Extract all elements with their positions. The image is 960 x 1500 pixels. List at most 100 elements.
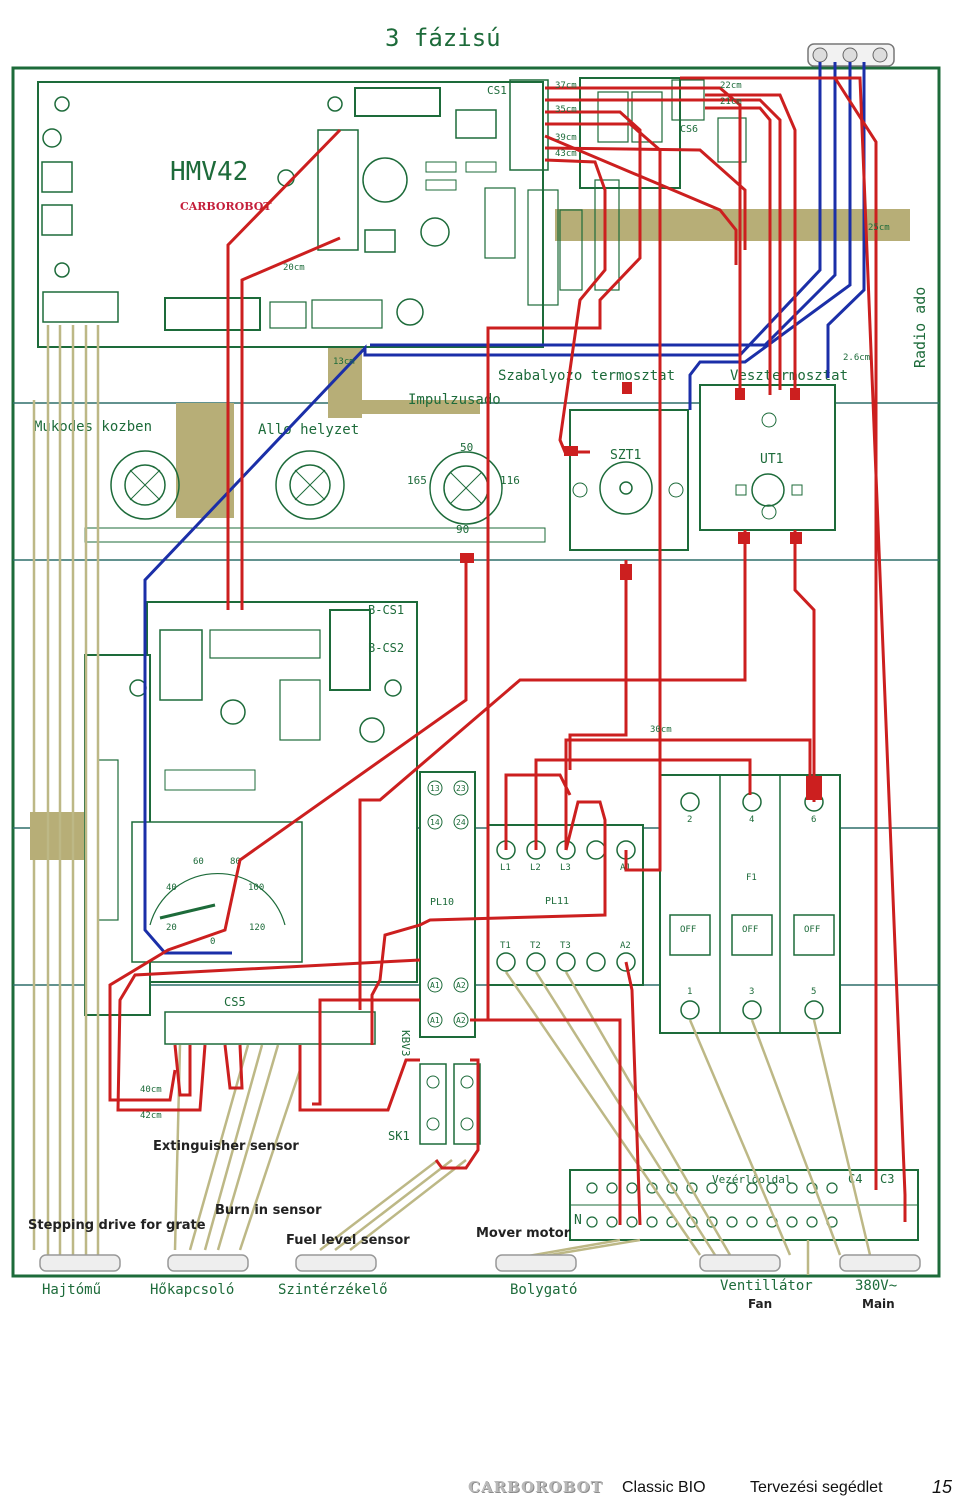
main-english-label: Main xyxy=(862,1297,895,1311)
svg-text:OFF: OFF xyxy=(742,925,758,935)
pl11-label: PL11 xyxy=(545,896,569,907)
gauge-value-120: 120 xyxy=(249,923,265,933)
footer-product: Classic BIO xyxy=(622,1479,706,1496)
svg-text:37cm: 37cm xyxy=(555,81,577,91)
svg-text:42cm: 42cm xyxy=(140,1111,162,1121)
svg-text:2.6cm: 2.6cm xyxy=(843,353,870,363)
gauge-value-60: 60 xyxy=(193,857,204,867)
impulse-label: Impulzusado xyxy=(408,392,501,408)
kbv3-label: KBV3 xyxy=(399,1030,412,1057)
dial-value-90: 90 xyxy=(456,523,469,536)
svg-text:13cm: 13cm xyxy=(333,357,355,367)
szt1-thermostat: SZT1 xyxy=(569,409,689,551)
red-connectors xyxy=(460,382,822,800)
cs1-label: CS1 xyxy=(487,84,507,97)
ut1-label: UT1 xyxy=(760,452,783,467)
burn-in-sensor-label: Burn in sensor xyxy=(215,1203,322,1218)
svg-text:OFF: OFF xyxy=(804,925,820,935)
pl11-contactor: PL11 L1 L2 L3 A1 T1 T2 T3 A2 xyxy=(487,824,644,986)
drive-label: Hajtómű xyxy=(42,1282,101,1298)
svg-text:14: 14 xyxy=(430,818,440,827)
c3-label: C3 xyxy=(880,1172,894,1186)
svg-text:6: 6 xyxy=(811,815,816,825)
standby-label: Allo helyzet xyxy=(258,422,359,438)
hmv42-board-name: HMV42 xyxy=(170,157,248,187)
n-label: N xyxy=(574,1213,582,1228)
control-board: B-CS1 B-CS2 40 60 80 100 120 20 0 CS5 KB… xyxy=(84,601,418,1057)
pl10-label: PL10 xyxy=(430,897,454,908)
pl10-relay: PL10 xyxy=(419,771,476,1038)
svg-text:A2: A2 xyxy=(456,1016,466,1025)
outer-frame xyxy=(11,66,941,1278)
page-footer: CARBOROBOT Classic BIO Tervezési segédle… xyxy=(0,1468,960,1500)
dial-value-165: 165 xyxy=(407,474,427,487)
svg-text:5: 5 xyxy=(811,987,816,997)
sk1-block: SK1 xyxy=(388,1063,481,1145)
svg-text:OFF: OFF xyxy=(680,925,696,935)
svg-text:T2: T2 xyxy=(530,941,541,951)
ut1-thermostat: UT1 xyxy=(699,384,836,531)
svg-text:T1: T1 xyxy=(500,941,511,951)
svg-text:21cm: 21cm xyxy=(720,97,742,107)
footer-brand: CARBOROBOT xyxy=(468,1478,603,1496)
fan-english-label: Fan xyxy=(748,1297,772,1311)
svg-text:13: 13 xyxy=(430,784,440,793)
dial-value-50: 50 xyxy=(460,441,473,454)
svg-text:F1: F1 xyxy=(746,873,757,883)
mover-label: Bolygató xyxy=(510,1282,577,1298)
safety-thermostat-label: Vesztermosztat xyxy=(730,368,848,384)
bcs2-label: B-CS2 xyxy=(368,641,404,655)
main-voltage-label: 380V~ xyxy=(855,1278,897,1294)
diagram-title: 3 fázisú xyxy=(385,24,501,52)
sk1-label: SK1 xyxy=(388,1129,410,1143)
gauge-value-100: 100 xyxy=(248,883,264,893)
fuel-level-sensor-label: Fuel level sensor xyxy=(286,1233,410,1248)
svg-text:L1: L1 xyxy=(500,863,511,873)
level-sensor-label: Szintérzékelő xyxy=(278,1282,388,1298)
szt1-label: SZT1 xyxy=(610,448,641,463)
svg-text:24: 24 xyxy=(456,818,466,827)
red-wires xyxy=(108,76,907,1226)
heat-switch-label: Hőkapcsoló xyxy=(150,1282,234,1298)
svg-text:20cm: 20cm xyxy=(283,263,305,273)
hmv42-board: HMV42 CARBOROBOT CS1 xyxy=(37,81,544,348)
mover-motor-label: Mover motor xyxy=(476,1226,571,1241)
svg-text:L2: L2 xyxy=(530,863,541,873)
grommets xyxy=(39,1254,921,1272)
sensor-labels: Extinguisher sensor Burn in sensor Fuel … xyxy=(28,1139,571,1248)
relay-terminal-labels: 13 23 14 24 A1 A2 A1 A2 xyxy=(430,784,466,1025)
gauge-value-80: 80 xyxy=(230,857,241,867)
radio-label: Radio ado xyxy=(911,287,929,368)
cs5-label: CS5 xyxy=(224,995,246,1009)
svg-text:1: 1 xyxy=(687,987,692,997)
bottom-labels: Hajtómű Hőkapcsoló Szintérzékelő Bolygat… xyxy=(42,1278,897,1298)
wiring-diagram: 3 fázisú HMV42 CARBOROBOT xyxy=(11,24,941,1311)
running-label: Mukodes kozben xyxy=(34,419,152,435)
svg-text:23: 23 xyxy=(456,784,466,793)
svg-text:43cm: 43cm xyxy=(555,149,577,159)
svg-text:L3: L3 xyxy=(560,863,571,873)
svg-text:30cm: 30cm xyxy=(650,725,672,735)
hmv42-board-brand: CARBOROBOT xyxy=(180,200,272,213)
circuit-breaker: 2 4 6 1 3 5 OFF OFF OFF F1 xyxy=(659,774,841,1034)
regulator-thermostat-label: Szabalyozo termosztat xyxy=(498,368,675,384)
svg-text:39cm: 39cm xyxy=(555,133,577,143)
terminal-strip: Vezérlőoldal N C4 C3 xyxy=(569,1169,919,1241)
svg-text:A2: A2 xyxy=(620,941,631,951)
cable-length-labels: 22cm 21cm 20cm 25cm 13cm 30cm 40cm 42cm … xyxy=(140,81,890,1121)
bcs1-label: B-CS1 xyxy=(368,603,404,617)
svg-text:35cm: 35cm xyxy=(555,105,577,115)
svg-text:40cm: 40cm xyxy=(140,1085,162,1095)
gauge-value-0: 0 xyxy=(210,937,215,947)
footer-subtitle: Tervezési segédlet xyxy=(750,1479,883,1496)
dial-value-116: 116 xyxy=(500,474,520,487)
terminal-strip-label: Vezérlőoldal xyxy=(712,1173,791,1186)
svg-text:A1: A1 xyxy=(430,1016,440,1025)
extinguisher-sensor-label: Extinguisher sensor xyxy=(153,1139,299,1154)
svg-text:3: 3 xyxy=(749,987,754,997)
svg-text:A1: A1 xyxy=(430,981,440,990)
fan-label: Ventillátor xyxy=(720,1278,813,1294)
gauge-value-20: 20 xyxy=(166,923,177,933)
svg-text:A2: A2 xyxy=(456,981,466,990)
blue-wires xyxy=(143,62,866,955)
